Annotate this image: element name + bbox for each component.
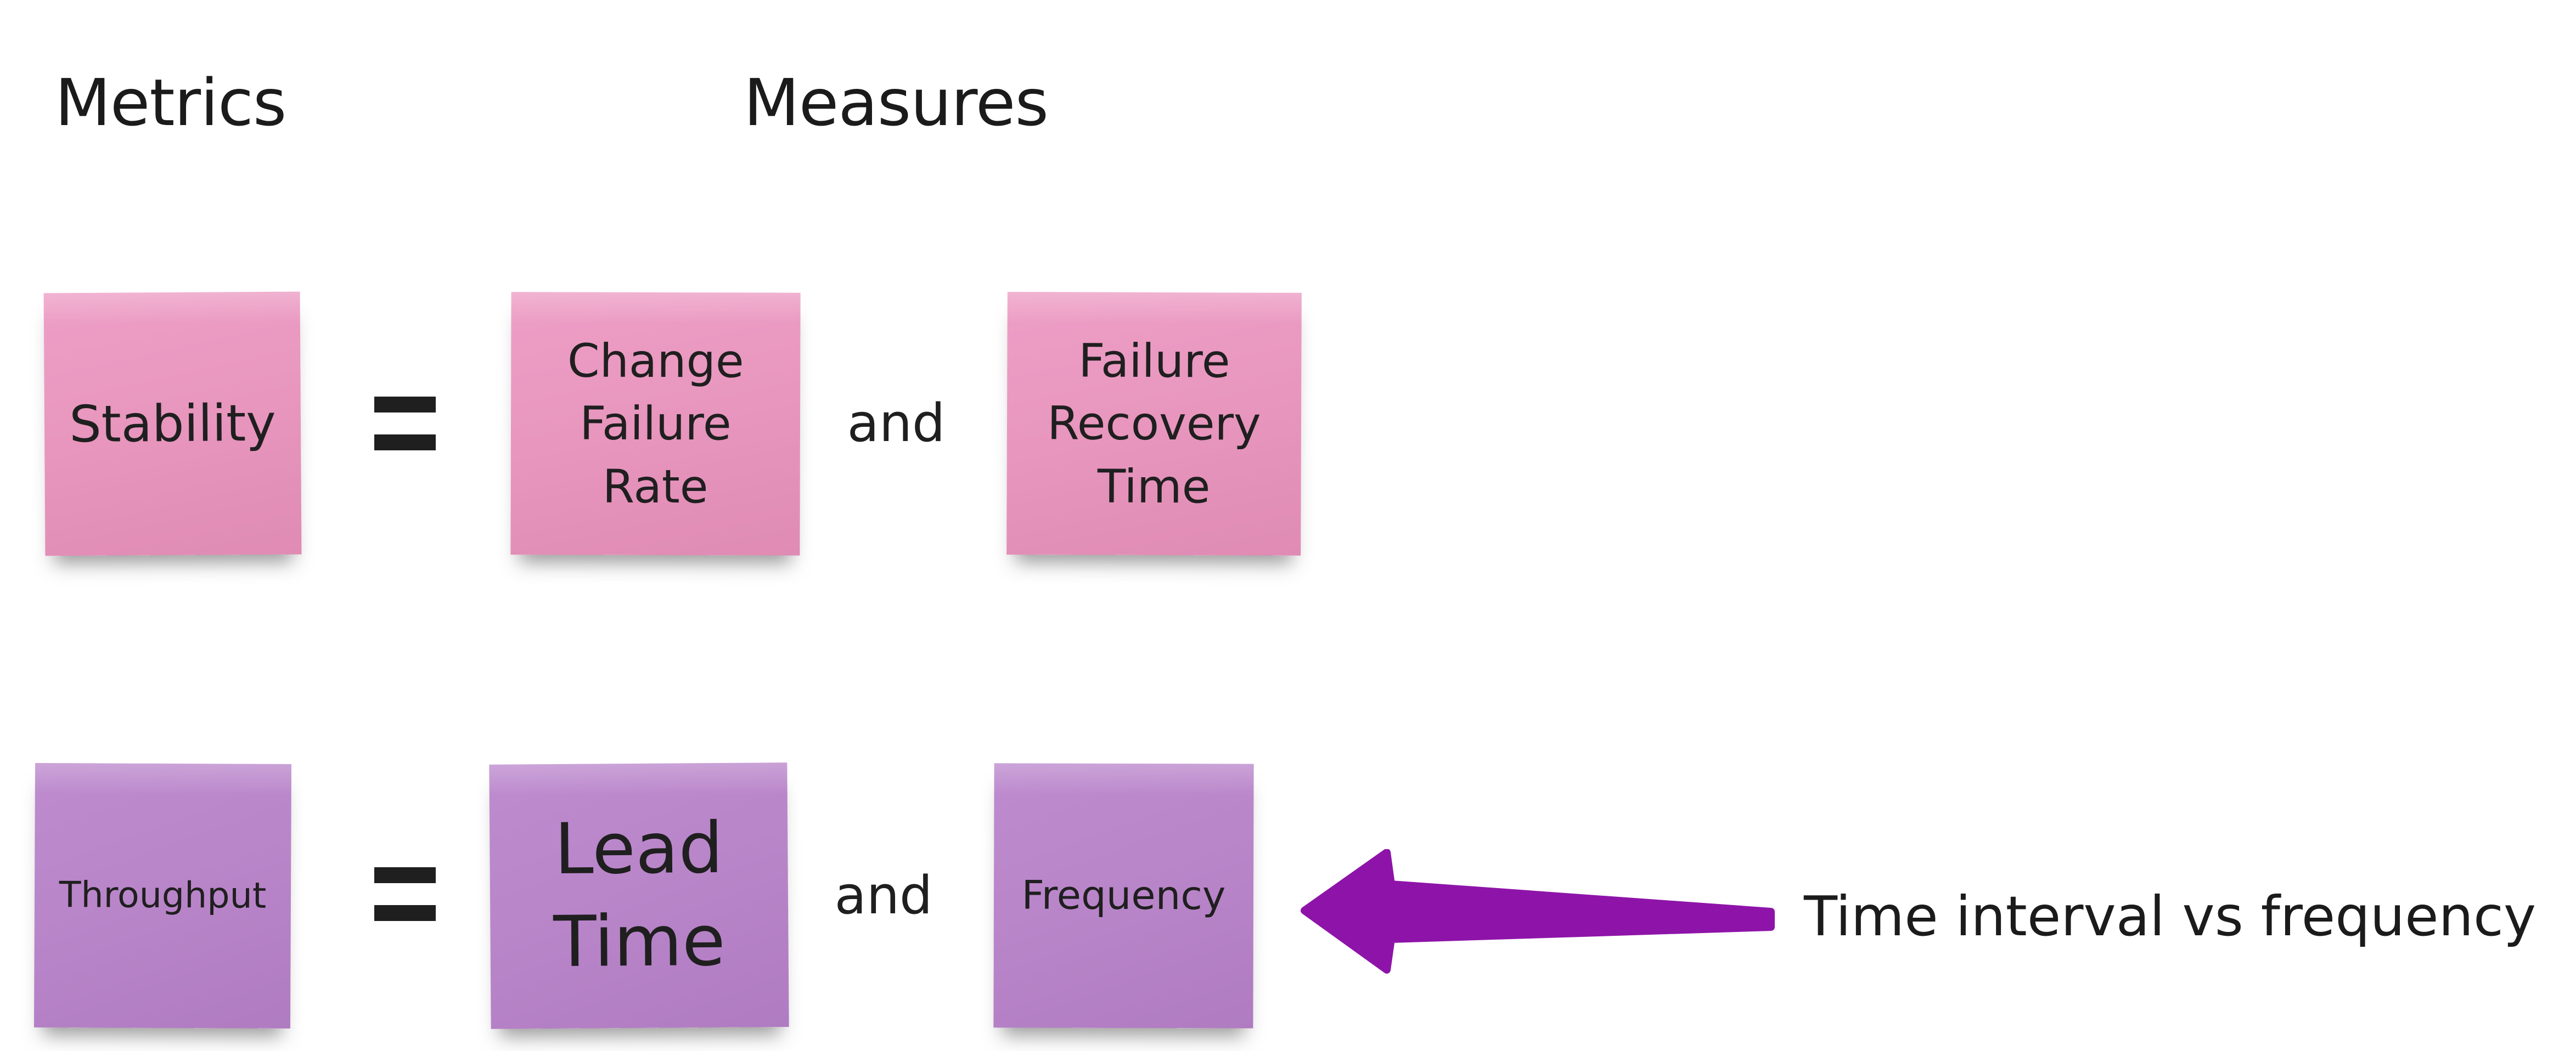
sticky-note-label: Stability: [69, 393, 277, 454]
equals-bar: [374, 397, 436, 413]
equals-bar: [374, 434, 436, 450]
sticky-note-label: Lead Time: [553, 807, 726, 984]
conjunction-and: and: [847, 393, 946, 454]
sticky-note-change-failure-rate[interactable]: Change Failure Rate: [510, 292, 801, 556]
annotation-label: Time interval vs frequency: [1804, 884, 2536, 948]
conjunction-and: and: [834, 866, 933, 926]
left-arrow-icon[interactable]: [1298, 849, 1778, 975]
sticky-note-failure-recovery-time[interactable]: Failure Recovery Time: [1006, 292, 1302, 556]
sticky-note-label: Frequency: [1021, 872, 1226, 919]
equals-bar: [374, 905, 436, 921]
sticky-note-lead-time[interactable]: Lead Time: [489, 762, 789, 1029]
sticky-note-label: Failure Recovery Time: [1047, 334, 1261, 513]
equals-icon: =: [374, 867, 436, 921]
equals-icon: =: [374, 397, 436, 450]
sticky-note-stability[interactable]: Stability: [43, 291, 302, 556]
measures-heading: Measures: [744, 65, 1049, 140]
metrics-heading: Metrics: [55, 65, 286, 140]
sticky-note-throughput[interactable]: Throughput: [33, 762, 292, 1029]
sticky-note-label: Throughput: [59, 874, 267, 917]
sticky-note-frequency[interactable]: Frequency: [993, 763, 1254, 1029]
sticky-note-label: Change Failure Rate: [567, 334, 744, 513]
equals-bar: [374, 867, 436, 883]
